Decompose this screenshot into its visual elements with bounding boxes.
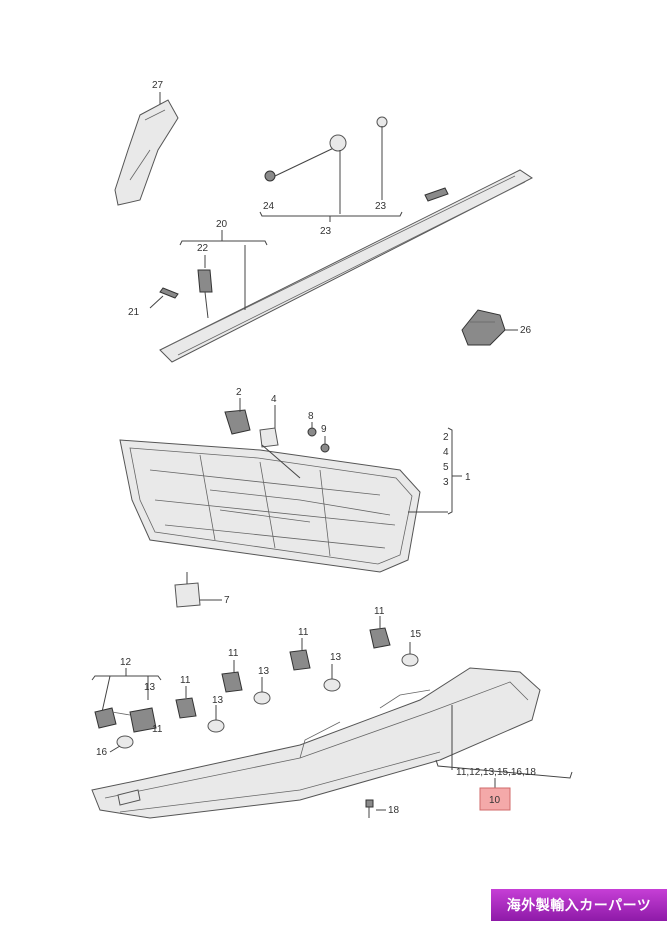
callout-15-a: 15 (410, 629, 422, 640)
shop-badge-text: 海外製輸入カーパーツ (506, 898, 652, 914)
group-label: 11,12,13,15,16,18 (456, 767, 536, 778)
callout-11-e: 11 (152, 724, 163, 735)
callout-9: 9 (321, 424, 327, 435)
highlight-box (479, 787, 511, 811)
callout-21: 21 (128, 307, 140, 318)
mount-bracket-4 (175, 686, 225, 733)
mount-bracket-5 (91, 668, 162, 753)
callout-2: 2 (236, 387, 242, 398)
part-27-marker (114, 92, 179, 206)
callout-11-a: 11 (374, 606, 385, 617)
callout-18: 18 (388, 805, 400, 816)
range-4: 4 (443, 447, 449, 458)
callout-23-a: 23 (375, 201, 387, 212)
upper-trim-strip (159, 116, 533, 363)
callout-8: 8 (308, 411, 314, 422)
callout-27: 27 (152, 80, 164, 91)
callout-10: 10 (489, 795, 501, 806)
part-20-22-bracket (149, 230, 268, 319)
callout-11-c: 11 (228, 648, 239, 659)
callout-4: 4 (271, 394, 277, 405)
mount-bracket-2 (289, 638, 341, 692)
callout-16: 16 (96, 747, 108, 758)
callout-13-a: 13 (330, 652, 342, 663)
callout-7: 7 (224, 595, 230, 606)
grille-assembly (119, 398, 462, 608)
callout-24: 24 (263, 201, 275, 212)
callout-20: 20 (216, 219, 228, 230)
range-1: 1 (465, 472, 471, 483)
lower-trim-assembly (91, 667, 573, 819)
callout-12: 12 (120, 657, 132, 668)
range-2: 2 (443, 432, 449, 443)
callout-23-b: 23 (320, 226, 332, 237)
callout-13-c: 13 (212, 695, 224, 706)
callout-11-b: 11 (298, 627, 309, 638)
range-5: 5 (443, 462, 449, 473)
part-18-screw (365, 799, 386, 818)
callout-13-d: 13 (144, 682, 156, 693)
mount-bracket-1 (369, 616, 419, 667)
mount-bracket-3 (221, 660, 271, 705)
callout-13-b: 13 (258, 666, 270, 677)
callout-22: 22 (197, 243, 209, 254)
part-26-clip (461, 309, 518, 346)
callout-11-d: 11 (180, 675, 191, 686)
callout-26: 26 (520, 325, 532, 336)
range-3: 3 (443, 477, 449, 488)
shop-badge: 海外製輸入カーパーツ (491, 889, 667, 921)
